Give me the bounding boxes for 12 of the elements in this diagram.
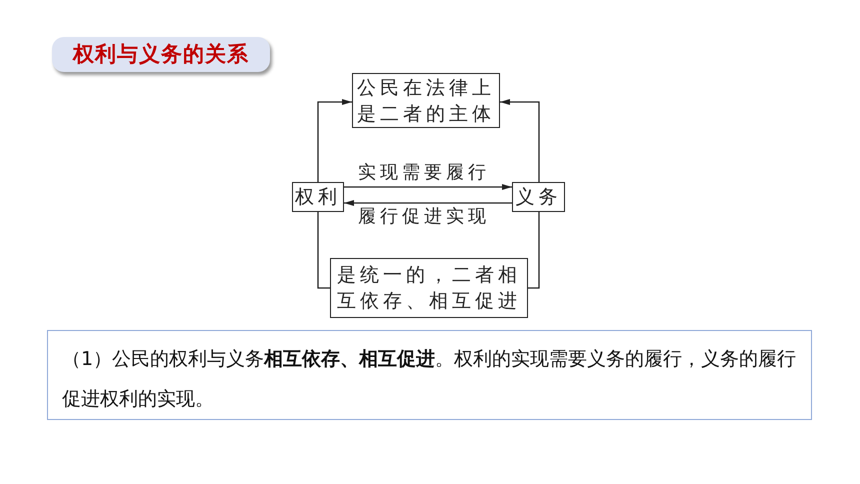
connector-line (528, 212, 540, 289)
arrow (500, 99, 540, 182)
explanation-text: （1）公民的权利与义务相互依存、相互促进。权利的实现需要义务的履行，义务的履行促进权利的实现。 (47, 330, 812, 420)
title-banner: 权利与义务的关系 (52, 37, 270, 72)
text-box: 是统一的，二者相互依存、相互促进 (330, 258, 528, 318)
arrow (344, 200, 512, 206)
arrow (344, 184, 512, 190)
text-box: 义务 (512, 182, 565, 212)
text-box: 权利 (292, 182, 344, 212)
text-box: 公民在法律上是二者的主体 (352, 73, 500, 128)
connector-line (317, 212, 330, 289)
arrow (317, 99, 352, 182)
